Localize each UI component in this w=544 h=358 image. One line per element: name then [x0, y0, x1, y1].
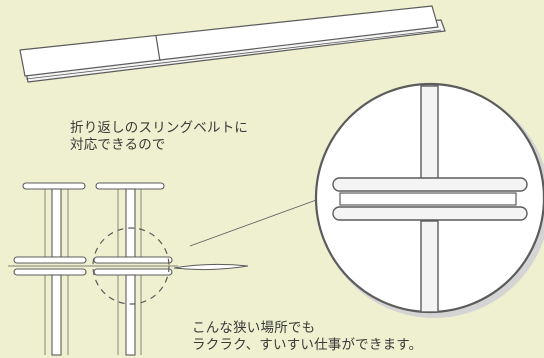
upper-web-left: [51, 188, 62, 258]
magnified-flange-top: [332, 177, 528, 192]
magnified-detail: [314, 82, 544, 318]
caption-top-line1: 折り返しのスリングベルトに: [70, 120, 249, 136]
upper-web-right: [125, 188, 136, 258]
upper-flange-right: [95, 182, 165, 190]
callout-line: [189, 194, 331, 247]
caption-bottom-line2: ラクラク、すいすい仕事ができます。: [192, 337, 423, 353]
belt-inner-edge: [25, 29, 442, 80]
beam-structure: [8, 182, 178, 356]
magnified-flange-bottom: [332, 206, 528, 221]
belt-fold-line: [155, 35, 161, 62]
caption-top-line2: 対応できるので: [70, 137, 166, 153]
caption-bottom: こんな狭い場所でも ラクラク、すいすい仕事ができます。: [192, 320, 422, 354]
callout-pointer: [173, 263, 249, 271]
middle-flange-right-bottom: [93, 268, 173, 276]
belt-upper-layer: [19, 5, 439, 77]
upper-flange-left: [22, 182, 86, 190]
lower-web-right: [125, 274, 136, 356]
folded-sling-belt: [19, 5, 446, 83]
lower-web-left: [51, 274, 62, 356]
caption-top: 折り返しのスリングベルトに 対応できるので: [70, 120, 248, 154]
middle-flange-left-bottom: [13, 268, 87, 276]
magnified-sling-belt: [339, 192, 517, 206]
magnified-web-bottom: [420, 220, 439, 313]
caption-bottom-line1: こんな狭い場所でも: [192, 320, 316, 336]
middle-flange-left-top: [13, 256, 87, 264]
magnifier-dashed-circle: [92, 227, 170, 305]
magnified-web-top: [420, 85, 439, 183]
middle-flange-right-top: [93, 256, 173, 264]
